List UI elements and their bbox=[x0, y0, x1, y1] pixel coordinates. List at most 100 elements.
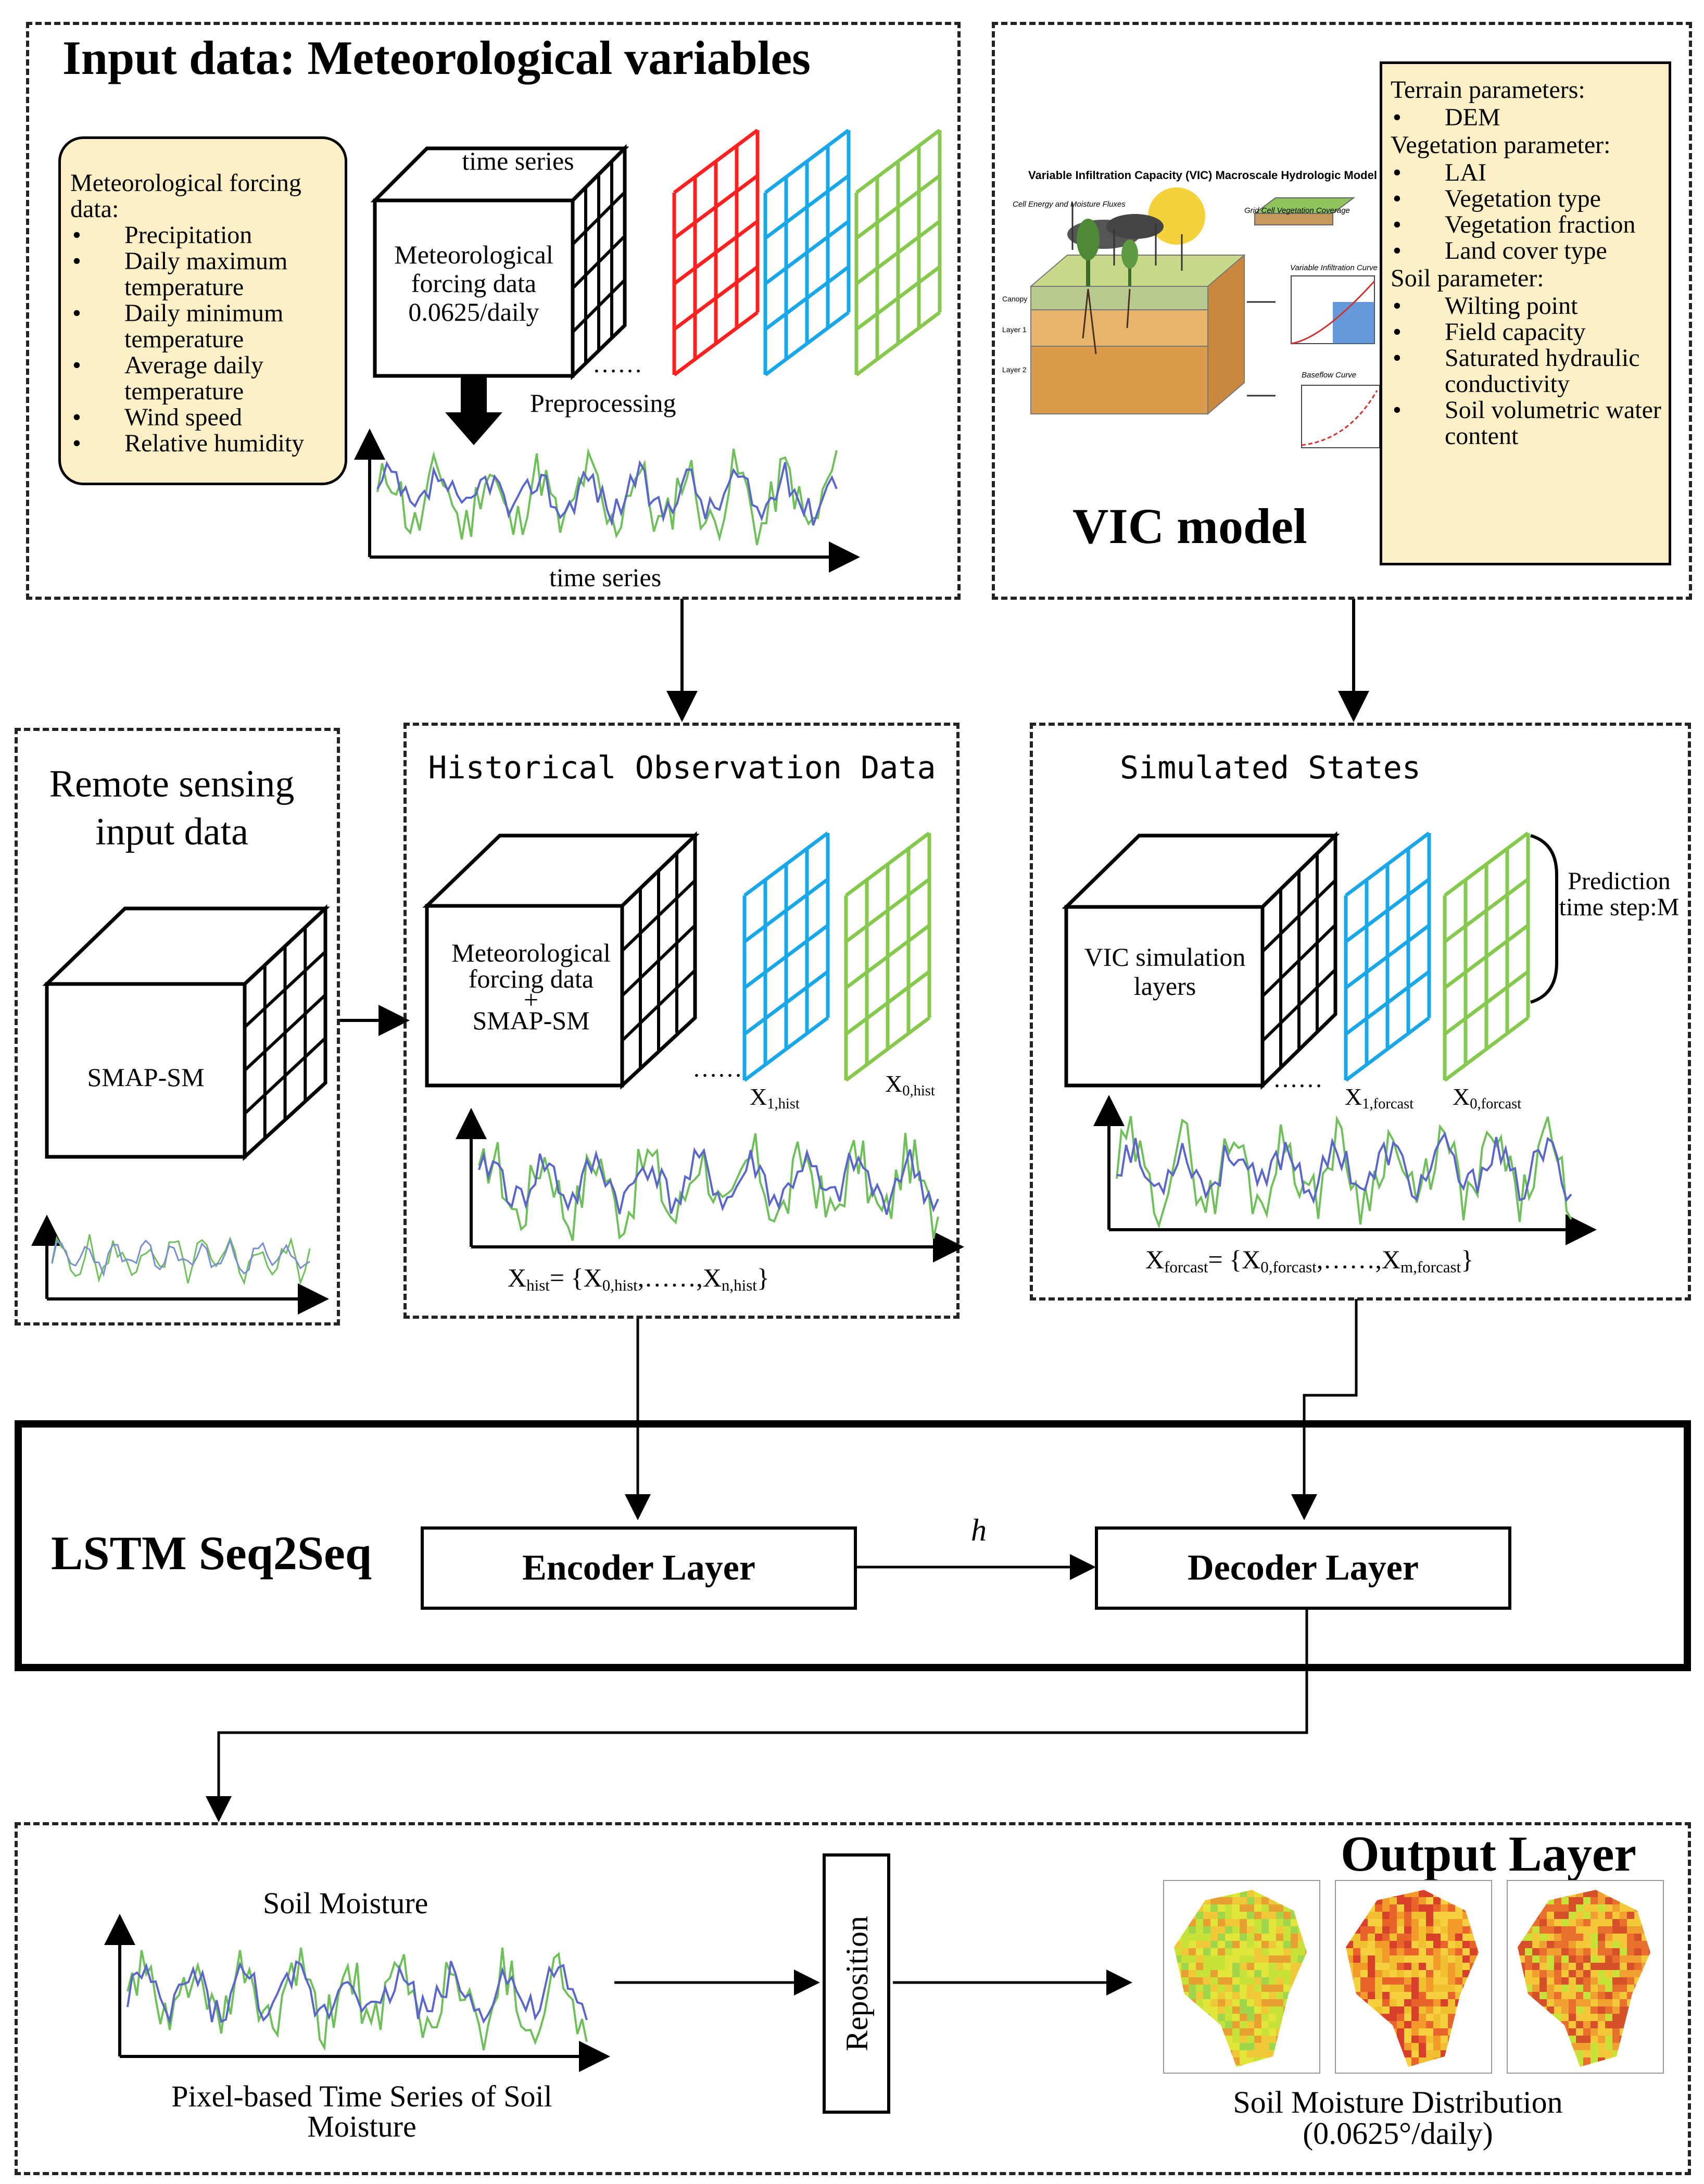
input-dots: …… bbox=[592, 350, 642, 378]
terrain-heading: Terrain parameters: bbox=[1391, 76, 1585, 104]
hist-dots: …… bbox=[692, 1055, 742, 1082]
vic-params-text: Terrain parameters: DEM Vegetation param… bbox=[1391, 75, 1667, 449]
simulated-title: Simulated States bbox=[1120, 750, 1421, 786]
encoder-layer-box: Encoder Layer bbox=[421, 1526, 857, 1610]
red-grid-layer bbox=[672, 129, 760, 376]
hist-cube-label-2: forcing data bbox=[468, 964, 594, 993]
hist-series-green bbox=[478, 1132, 939, 1241]
vic-figure-cell-energy: Cell Energy and Moisture Fluxes bbox=[1013, 200, 1126, 209]
hidden-state-label: h bbox=[971, 1513, 987, 1547]
soil-item: Saturated hydraulic conductivity bbox=[1393, 345, 1667, 397]
green-grid-layer bbox=[854, 129, 942, 376]
vic-model-title: VIC model bbox=[1072, 498, 1307, 554]
forcing-data-card: Meteorological forcing data: Precipitati… bbox=[58, 136, 347, 485]
remote-sensing-title: Remote sensing input data bbox=[49, 763, 295, 853]
cube-front-label: Meteorological forcing data 0.0625/daily bbox=[394, 240, 553, 326]
forcing-item: Relative humidity bbox=[72, 431, 341, 457]
prediction-brace bbox=[1530, 834, 1558, 1004]
forcing-item: Daily maximum temperature bbox=[72, 248, 341, 300]
vic-params-card: Terrain parameters: DEM Vegetation param… bbox=[1380, 61, 1671, 565]
forcing-list: PrecipitationDaily maximum temperatureDa… bbox=[70, 222, 341, 457]
historical-panel bbox=[403, 723, 960, 1319]
x0-hist-label: X0,hist bbox=[885, 1070, 935, 1100]
preprocess-down-arrow bbox=[445, 376, 502, 445]
output-series-blue bbox=[127, 1960, 588, 2025]
sim-green-grid bbox=[1443, 831, 1530, 1082]
terrain-item: DEM bbox=[1393, 105, 1667, 131]
remote-series-blue bbox=[51, 1238, 310, 1278]
vic-figure-infil-curve: Variable Infiltration Curve bbox=[1290, 263, 1378, 272]
hist-cube-label: Meteorological forcing data + SMAP-SM bbox=[437, 940, 625, 1033]
vegetation-item: Vegetation type bbox=[1393, 186, 1667, 212]
remote-cube-grid bbox=[243, 927, 327, 1138]
lstm-title: LSTM Seq2Seq bbox=[51, 1526, 372, 1580]
sim-formula: Xforcast= {X0,forcast,……,Xm,forcast} bbox=[1145, 1245, 1474, 1276]
hist-cube-label-1: Meteorological bbox=[451, 938, 611, 967]
output-panel bbox=[15, 1822, 1691, 2175]
reposition-box: Reposition bbox=[823, 1853, 890, 2114]
blue-grid-layer bbox=[763, 129, 851, 376]
cube-top-label: time series bbox=[462, 146, 574, 175]
vic-model-panel bbox=[992, 22, 1692, 600]
forcing-item: Daily minimum temperature bbox=[72, 300, 341, 352]
forcing-item: Wind speed bbox=[72, 405, 341, 431]
distribution-caption: Soil Moisture Distribution (0.0625°/dail… bbox=[1151, 2087, 1645, 2149]
vegetation-item: LAI bbox=[1393, 160, 1667, 186]
veg-heading: Vegetation parameter: bbox=[1391, 131, 1611, 159]
distribution-caption-line2: (0.0625°/daily) bbox=[1303, 2116, 1493, 2151]
soil-moisture-maps bbox=[1163, 1880, 1664, 2074]
hist-formula: Xhist= {X0,hist,……,Xn,hist} bbox=[508, 1263, 769, 1294]
x1-hist-label: X1,hist bbox=[750, 1083, 800, 1113]
prediction-label: Prediction time step:M bbox=[1559, 867, 1680, 921]
x0-forcast-label: X0,forcast bbox=[1453, 1083, 1522, 1113]
veg-list: LAIVegetation typeVegetation fractionLan… bbox=[1391, 160, 1667, 264]
sim-blue-grid bbox=[1344, 831, 1431, 1082]
hist-cube-grid bbox=[621, 853, 697, 1068]
output-series-green bbox=[127, 1947, 588, 2051]
sun-icon bbox=[1148, 187, 1205, 245]
x1-forcast-label: X1,forcast bbox=[1345, 1083, 1414, 1113]
input-series-green bbox=[376, 448, 838, 546]
input-data-title: Input data: Meteorological variables bbox=[62, 31, 811, 84]
sim-dots: …… bbox=[1273, 1065, 1323, 1093]
soil-item: Field capacity bbox=[1393, 319, 1667, 346]
hist-cube-label-4: SMAP-SM bbox=[472, 1006, 590, 1035]
sim-cube-grid bbox=[1261, 853, 1337, 1068]
pixel-series-caption: Pixel-based Time Series of Soil Moisture bbox=[171, 2079, 552, 2143]
input-series-blue bbox=[376, 460, 838, 527]
input-cube-side-grid bbox=[571, 161, 626, 363]
reposition-label: Reposition bbox=[840, 1916, 874, 2052]
forcing-data-text: Meteorological forcing data: Precipitati… bbox=[70, 170, 341, 457]
soil-list: Wilting pointField capacitySaturated hyd… bbox=[1391, 293, 1667, 449]
decoder-layer-box: Decoder Layer bbox=[1095, 1526, 1511, 1610]
hist-blue-grid bbox=[742, 831, 830, 1082]
vic-figure-baseflow: Baseflow Curve bbox=[1302, 371, 1357, 380]
soil-heading: Soil parameter: bbox=[1391, 264, 1544, 292]
arrow-sim-to-decoder bbox=[1291, 1299, 1358, 1520]
forcing-heading: Meteorological forcing data: bbox=[70, 169, 301, 223]
soil-moisture-title: Soil Moisture bbox=[263, 1886, 428, 1920]
vic-figure-canopy: Canopy bbox=[1002, 295, 1028, 303]
vic-figure-grid-veg: Grid Cell Vegetation Coverage bbox=[1244, 206, 1350, 215]
sim-cube-label: VIC simulation layers bbox=[1084, 942, 1246, 1001]
vegetation-item: Vegetation fraction bbox=[1393, 212, 1667, 238]
smap-sm-label: SMAP-SM bbox=[87, 1063, 205, 1092]
input-axis-label: time series bbox=[549, 563, 662, 592]
vic-figure-title: Variable Infiltration Capacity (VIC) Mac… bbox=[1028, 169, 1377, 182]
preprocessing-label: Preprocessing bbox=[530, 388, 676, 418]
simulated-panel bbox=[1030, 723, 1691, 1301]
historical-title: Historical Observation Data bbox=[428, 750, 936, 786]
output-title: Output Layer bbox=[1341, 1826, 1637, 1882]
sim-series-blue bbox=[1116, 1131, 1572, 1205]
input-data-panel bbox=[26, 22, 961, 600]
lstm-panel bbox=[15, 1420, 1691, 1671]
vic-figure bbox=[1010, 167, 1390, 458]
vic-figure-layer1: Layer 1 bbox=[1002, 325, 1027, 334]
remote-sensing-panel bbox=[15, 728, 340, 1325]
distribution-caption-line1: Soil Moisture Distribution bbox=[1233, 2085, 1563, 2119]
vegetation-item: Land cover type bbox=[1393, 238, 1667, 264]
